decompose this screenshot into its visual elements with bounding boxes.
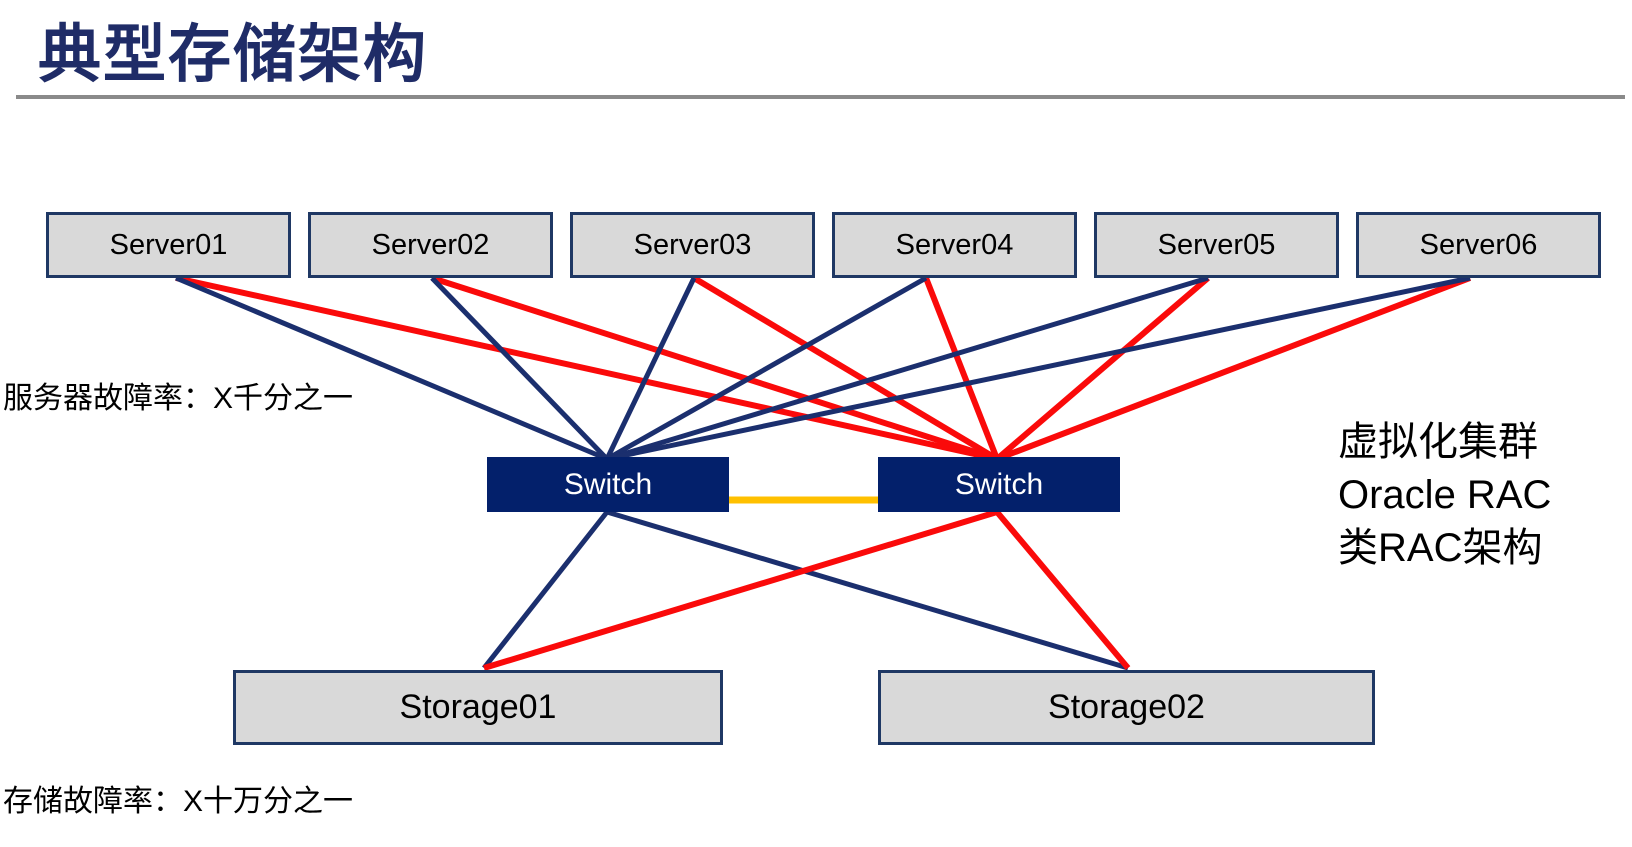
server06-node: Server06 — [1356, 212, 1601, 278]
cluster-annotation: 虚拟化集群 Oracle RAC 类RAC架构 — [1338, 416, 1551, 575]
link-server02-switch-left — [430, 276, 609, 461]
storage02-node: Storage02 — [878, 670, 1375, 745]
link-server03-switch-right — [692, 275, 999, 462]
server06-label: Server06 — [1419, 228, 1538, 261]
server03-node: Server03 — [570, 212, 815, 278]
link-server05-switch-right — [995, 275, 1210, 462]
link-server01-switch-left — [175, 275, 608, 462]
annotation-line-2: Oracle RAC — [1338, 473, 1552, 517]
annotation-line-3: 类RAC架构 — [1338, 526, 1543, 570]
server04-label: Server04 — [895, 228, 1014, 261]
server05-label: Server05 — [1157, 228, 1276, 261]
link-server03-switch-left — [604, 276, 697, 461]
link-server01-switch-right — [175, 275, 998, 462]
server02-label: Server02 — [371, 228, 490, 261]
storage01-label: Storage01 — [399, 688, 557, 726]
server04-node: Server04 — [832, 212, 1077, 278]
server05-node: Server05 — [1094, 212, 1339, 278]
switch-right-node: Switch — [878, 457, 1120, 512]
link-server04-switch-left — [605, 275, 928, 462]
server-failure-rate-label: 服务器故障率：X千分之一 — [3, 382, 354, 415]
storage02-label: Storage02 — [1048, 688, 1205, 726]
storage01-node: Storage01 — [233, 670, 723, 745]
server02-node: Server02 — [308, 212, 553, 278]
switch-left-node: Switch — [487, 457, 729, 512]
server03-label: Server03 — [633, 228, 752, 261]
link-switch-right-storage01 — [483, 509, 998, 671]
link-switch-right-storage02 — [994, 510, 1131, 670]
link-server04-switch-right — [923, 276, 1000, 461]
link-switch-left-storage01 — [482, 510, 609, 670]
link-switch-left-storage02 — [606, 509, 1129, 671]
switch-left-label: Switch — [563, 467, 653, 501]
link-server02-switch-right — [431, 275, 998, 462]
switch-right-label: Switch — [954, 467, 1044, 501]
link-server05-switch-left — [606, 275, 1209, 462]
server01-node: Server01 — [46, 212, 291, 278]
title-divider — [16, 95, 1625, 99]
page-title: 典型存储架构 — [38, 20, 428, 90]
server01-label: Server01 — [109, 228, 228, 261]
storage-failure-rate-label: 存储故障率：X十万分之一 — [3, 785, 354, 818]
annotation-line-1: 虚拟化集群 — [1338, 420, 1538, 464]
